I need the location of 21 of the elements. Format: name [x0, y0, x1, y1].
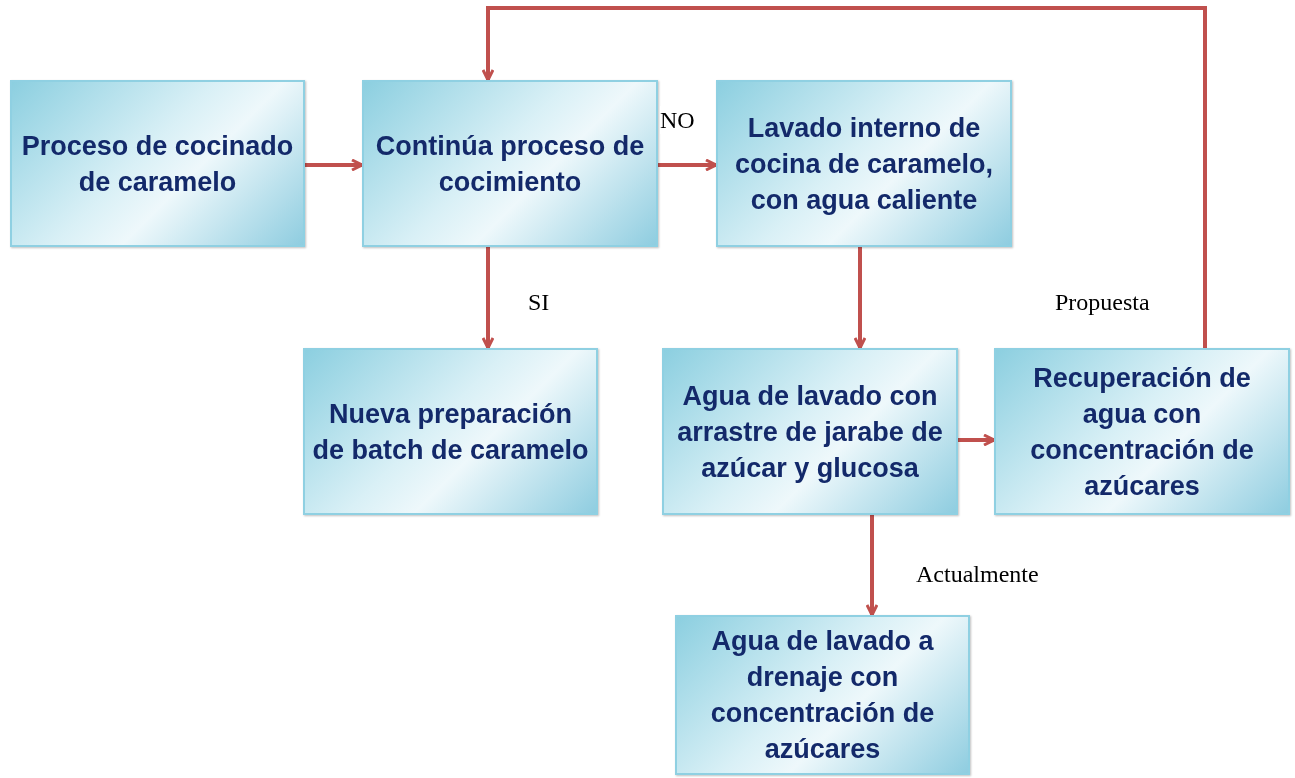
process-box — [716, 80, 1012, 247]
process-box — [303, 348, 598, 515]
box-label: Lavado interno de cocina de caramelo, con agua caliente — [733, 111, 995, 217]
process-box — [362, 80, 658, 247]
box-label: Nueva preparación de batch de caramelo — [311, 397, 590, 467]
arrow — [958, 433, 996, 447]
box-label: Agua de lavado con arrastre de jarabe de azúcar y glucosa — [676, 379, 944, 485]
box-label: Agua de lavado a drenaje con concentración de azúcares — [709, 625, 936, 766]
arrow — [853, 247, 867, 350]
box-label: Recuperación de agua con concentración de azúcares — [1029, 361, 1255, 503]
process-box — [994, 348, 1290, 515]
process-box — [662, 348, 958, 515]
box-label: Proceso de cocinado de caramelo — [20, 129, 295, 199]
process-box — [10, 80, 305, 247]
process-box — [675, 615, 970, 775]
arrow — [481, 6, 1207, 348]
arrow — [305, 158, 364, 172]
arrow — [865, 515, 879, 617]
box-label: Continúa proceso de cocimiento — [374, 129, 646, 199]
arrow — [658, 158, 718, 172]
arrow — [481, 247, 495, 350]
